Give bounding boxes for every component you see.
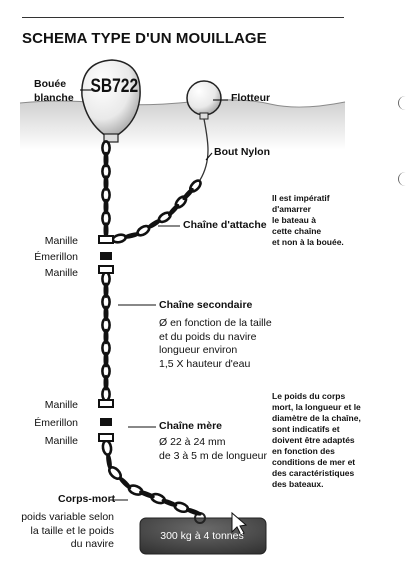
chain-link <box>111 233 127 244</box>
float-label: Flotteur <box>231 92 271 104</box>
secondary-chain-desc: Ø en fonction de la taille et du poids d… <box>159 317 272 370</box>
hardware-upper-shackle-2: Manille <box>44 267 78 279</box>
chain-link <box>139 490 155 499</box>
edge-arc <box>398 96 406 110</box>
secondary-chain-label: Chaîne secondaire <box>159 299 253 311</box>
sizes-note: Le poids du corps mort, la longueur et l… <box>272 391 361 489</box>
chain-link <box>173 501 190 514</box>
hardware-lower-shackle-1: Manille <box>44 399 78 411</box>
leader-lines <box>80 89 228 501</box>
mother-chain-label: Chaîne mère <box>159 420 223 432</box>
white-buoy <box>81 59 141 143</box>
deadweight-weight: 300 kg à 4 tonnes <box>160 530 244 542</box>
hardware-lower-swivel: Émerillon <box>34 417 78 429</box>
top-rule <box>22 17 344 18</box>
buoy-code: SB722 <box>90 76 139 97</box>
deadweight-label: Corps-mort <box>58 493 116 505</box>
chain-link <box>182 187 194 201</box>
chain-attach-label: Chaîne d'attache <box>183 219 267 231</box>
chain-link <box>103 222 109 238</box>
edge-arc <box>398 172 406 186</box>
mouse-cursor-icon <box>231 511 248 536</box>
chain-link <box>103 351 109 368</box>
hardware-upper-swivel: Émerillon <box>34 251 78 263</box>
rope-label: Bout Nylon <box>214 146 270 158</box>
chain-link <box>124 232 140 239</box>
chain-link <box>161 498 178 507</box>
upper-hardware <box>98 235 114 274</box>
nylon-rope <box>199 118 209 181</box>
page-title: SCHEMA TYPE D'UN MOUILLAGE <box>22 30 267 47</box>
attach-note: Il est impératif d'amarrer le bateau à c… <box>272 193 344 247</box>
chain-link <box>185 507 202 516</box>
chain-link <box>103 282 109 299</box>
lower-hardware <box>98 399 114 442</box>
hardware-lower-shackle-2: Manille <box>44 435 78 447</box>
buoy-label: Bouée blanche <box>34 78 74 104</box>
chain-link <box>103 374 109 391</box>
chain-link <box>101 439 113 457</box>
deadweight-desc: poids variable selon la taille et le poi… <box>21 511 114 550</box>
mother-chain-desc: Ø 22 à 24 mm de 3 à 5 m de longueur <box>159 436 267 462</box>
chain-link <box>103 328 109 345</box>
chain-link <box>103 305 109 322</box>
hardware-upper-shackle-1: Manille <box>44 235 78 247</box>
